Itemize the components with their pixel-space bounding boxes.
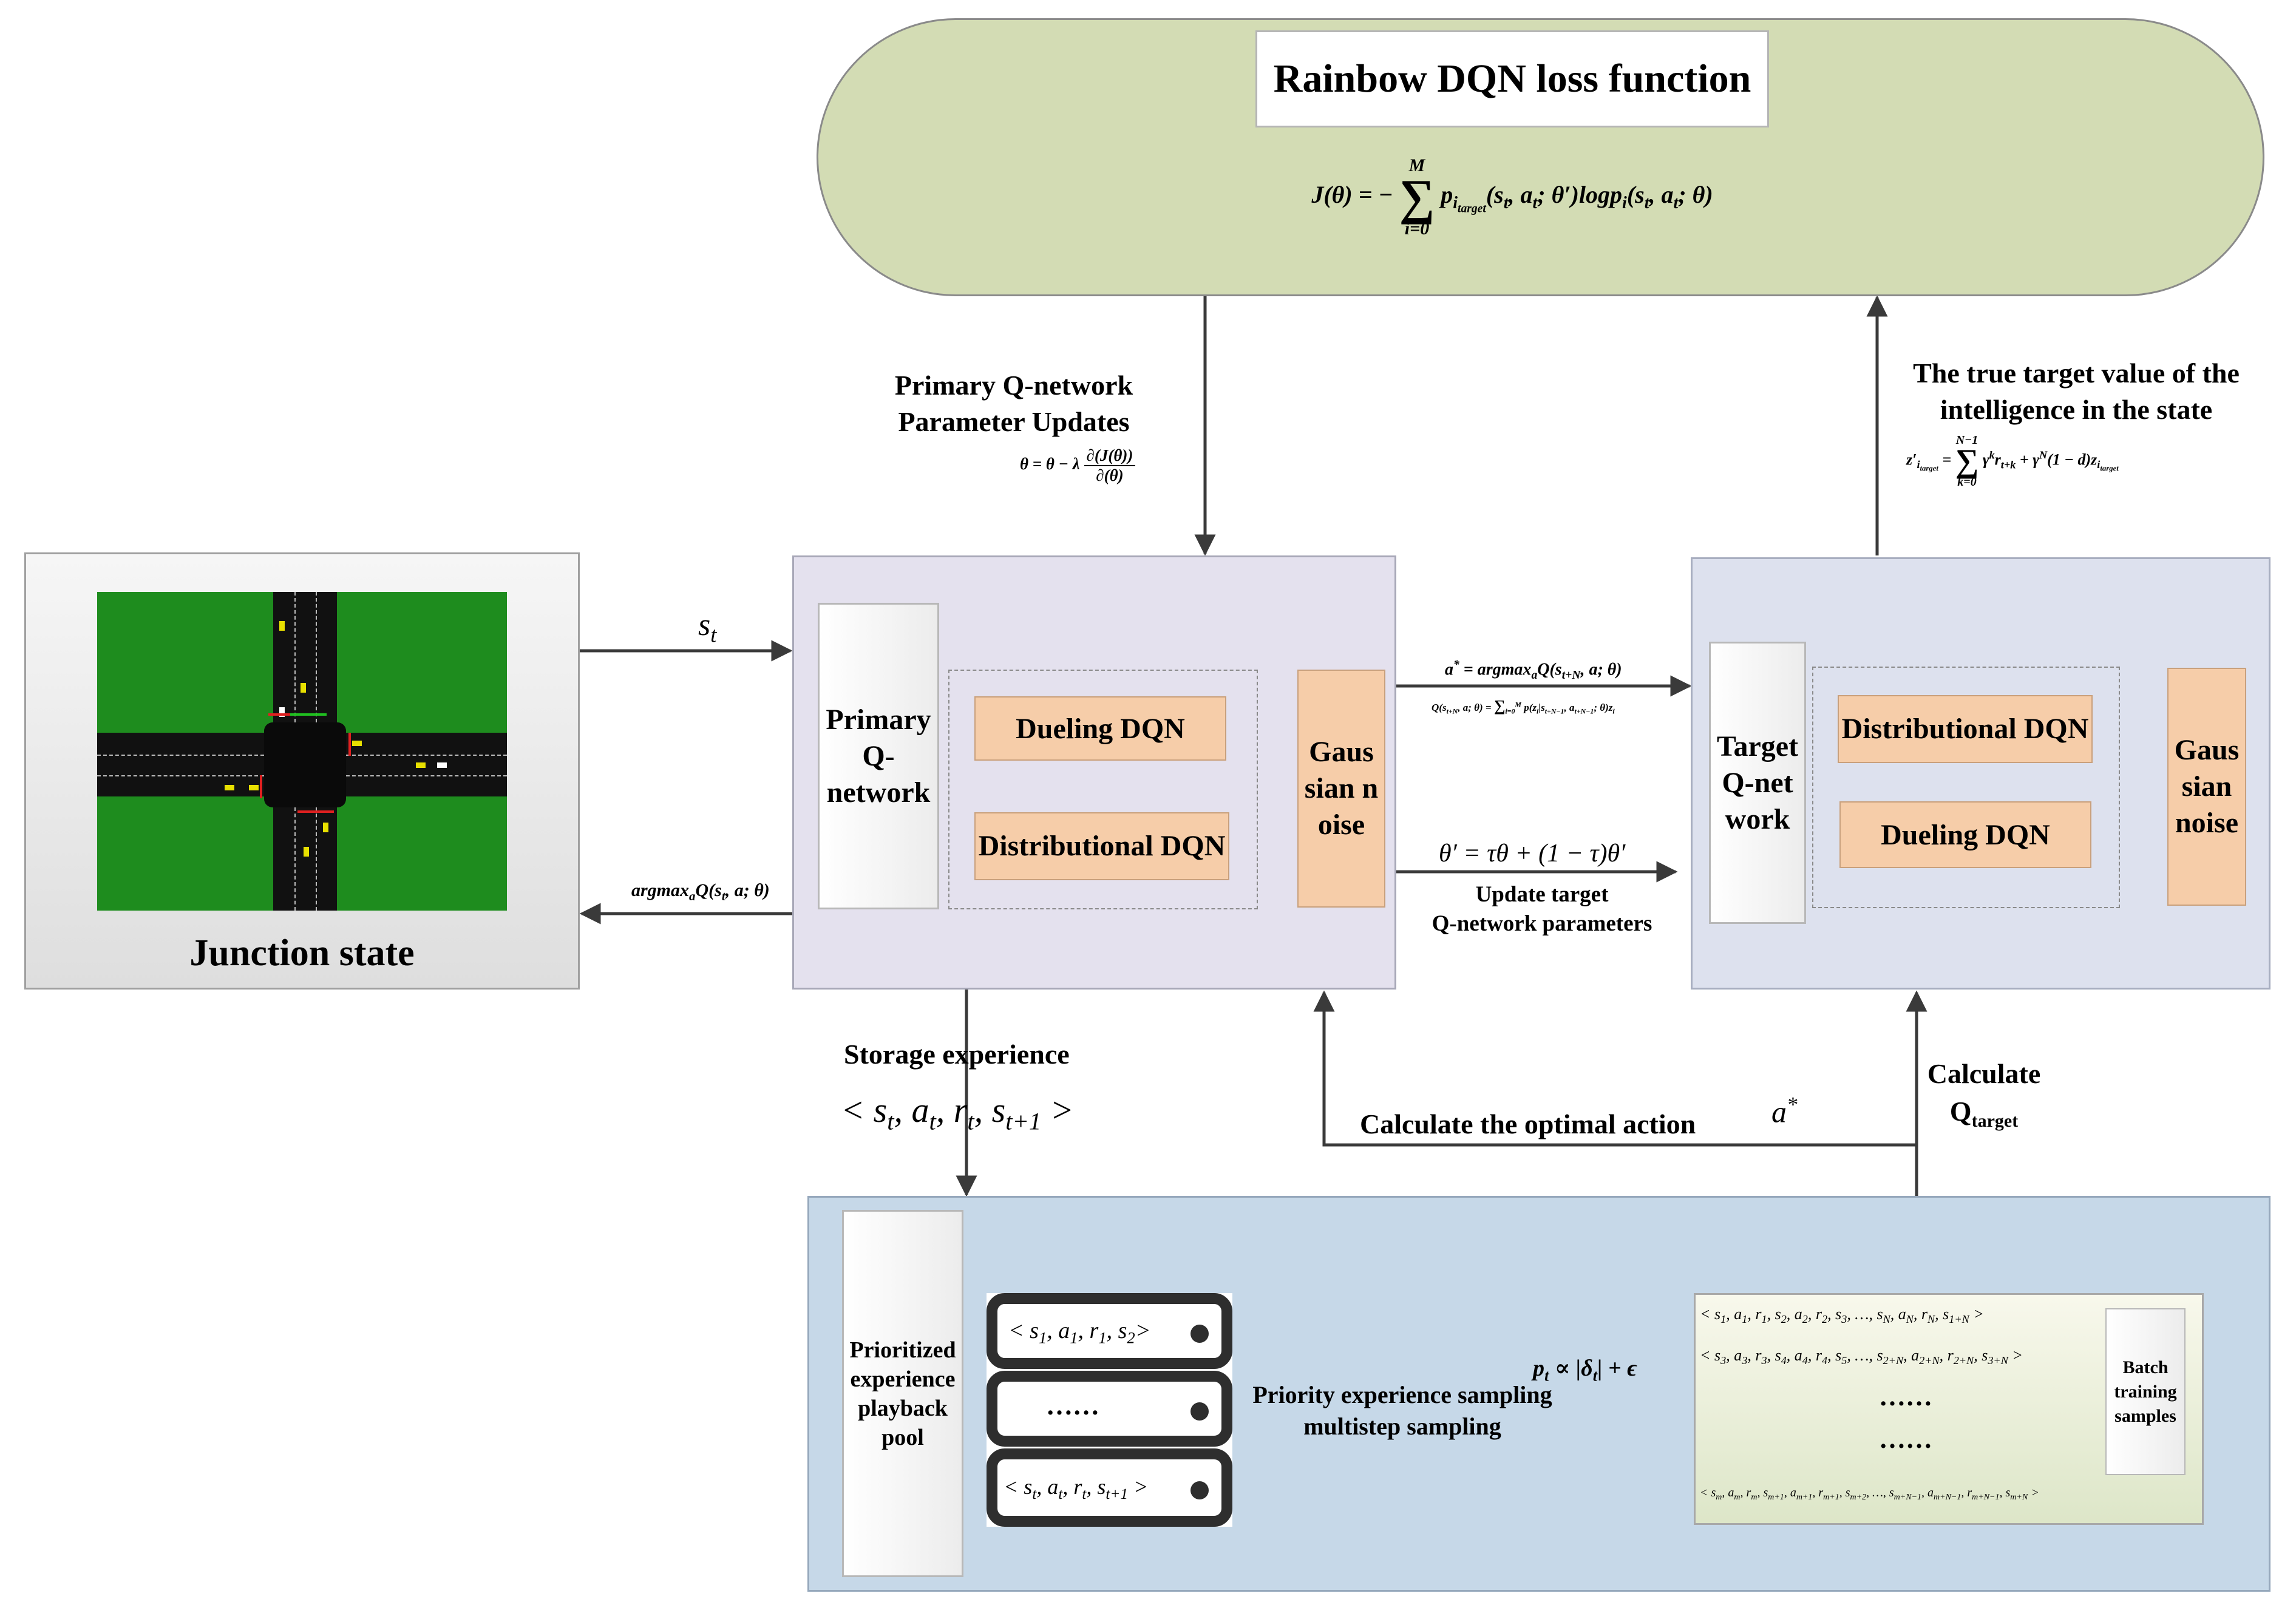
calculate-text: Calculate [1927, 1058, 2041, 1089]
buffer-row-2-text: …… [1046, 1391, 1099, 1421]
update-target-line1: Update target [1475, 882, 1609, 907]
vehicle-icon [225, 785, 234, 790]
lane-marking [294, 807, 296, 911]
record-dot-icon [1190, 1481, 1209, 1499]
vehicle-icon [323, 823, 328, 832]
vehicle-icon [352, 741, 362, 746]
primary-distributional-dqn: Distributional DQN [974, 812, 1229, 880]
param-updates-line2: Parameter Updates [898, 406, 1130, 437]
vehicle-icon [279, 707, 285, 717]
record-dot-icon [1190, 1402, 1209, 1421]
lane-marking [97, 755, 264, 756]
target-q-network-label: Target Q-network [1709, 642, 1806, 924]
lane-marking [97, 775, 264, 776]
calculate-optimal-action-label: Calculate the optimal action [1360, 1108, 1696, 1139]
sampling-label: Priority experience sampling multistep s… [1232, 1379, 1572, 1442]
target-gaussian-noise: Gaussian noise [2167, 668, 2246, 906]
loss-formula: J(θ) = − M∑i=0 pitarget(st, at; θ′)logpi… [1311, 155, 1713, 239]
buffer-row-1-text: < s1, a1, r1, s2> [1008, 1318, 1151, 1347]
update-target-label: Update target Q-network parameters [1396, 880, 1688, 939]
lane-marking [316, 592, 317, 722]
junction-state-label: Junction state [189, 932, 415, 974]
qtarget-text: Qtarget [1949, 1096, 2019, 1132]
intersection-map [97, 592, 507, 911]
target-core-dashed [1812, 667, 2120, 908]
buffer-row-3-text: < st, at, rt, st+1 > [1004, 1475, 1149, 1503]
batch-dots-2: …… [1879, 1424, 1932, 1454]
q-formula: Q(st+N, a; θ) = ∑i=0M p(zi|st+N−1, at+N−… [1432, 697, 1615, 716]
true-target-line1: The true target value of the [1913, 358, 2240, 389]
vehicle-icon [301, 683, 306, 693]
primary-gaussian-noise: Gaussian noise [1297, 670, 1385, 908]
traffic-signal-icon [260, 775, 262, 798]
batch-sequence-1: < s1, a1, r1, s2, a2, r2, s3, …, sN, aN,… [1700, 1305, 1984, 1326]
vehicle-icon [279, 621, 285, 631]
sampling-line2: multistep sampling [1303, 1413, 1501, 1440]
target-distributional-dqn: Distributional DQN [1838, 695, 2093, 763]
vehicle-icon [437, 762, 447, 768]
true-target-label: The true target value of the intelligenc… [1882, 355, 2271, 428]
vehicle-icon [416, 762, 426, 768]
true-target-formula: z′itarget = N−1∑k=0 γkrt+k + γN(1 − d)zi… [1906, 433, 2119, 489]
lane-marking [346, 775, 507, 776]
update-target-line2: Q-network parameters [1432, 911, 1652, 936]
true-target-line2: intelligence in the state [1940, 394, 2213, 425]
loss-function-title: Rainbow DQN loss function [1255, 30, 1769, 127]
storage-experience-label: Storage experience [844, 1039, 1070, 1070]
primary-q-network-label: Primary Q-network [818, 603, 939, 909]
soft-update-formula: θ′ = τθ + (1 − τ)θ′ [1439, 840, 1626, 867]
param-update-formula: θ = θ − λ ∂(J(θ))∂(θ) [1020, 446, 1136, 485]
state-label: st [698, 608, 717, 647]
primary-dueling-dqn: Dueling DQN [974, 696, 1226, 761]
experience-pool-label: Prioritized experience playback pool [842, 1210, 963, 1577]
argmax-label: argmaxaQ(st, a; θ) [631, 880, 770, 903]
lane-marking [316, 807, 317, 911]
traffic-signal-icon [297, 810, 334, 813]
buffer-slot-1: < s1, a1, r1, s2> [987, 1293, 1232, 1369]
storage-tuple: < st, at, rt, st+1 > [841, 1090, 1074, 1135]
batch-training-samples-label: Batch training samples [2105, 1308, 2186, 1475]
traffic-signal-icon [290, 713, 327, 716]
calculate-qtarget-label: Calculate Qtarget [1923, 1055, 2045, 1140]
batch-sequence-2: < s3, a3, r3, s4, a4, r4, s5, …, s2+N, a… [1700, 1346, 2023, 1367]
astar-formula: a* = argmaxaQ(st+N, a; θ) [1445, 659, 1622, 682]
buffer-slot-3: < st, at, rt, st+1 > [987, 1448, 1232, 1527]
intersection-center [264, 722, 346, 807]
param-updates-line1: Primary Q-network [894, 370, 1133, 401]
param-updates-label: Primary Q-network Parameter Updates [856, 367, 1172, 440]
batch-dots-1: …… [1879, 1382, 1932, 1411]
lane-marking [346, 755, 507, 756]
sampling-line1: Priority experience sampling [1252, 1381, 1552, 1408]
priority-formula: pt ∝ |δt| + ϵ [1533, 1356, 1637, 1385]
vehicle-icon [249, 785, 259, 790]
astar-label: a* [1771, 1093, 1798, 1129]
batch-sequence-3: < sm, am, rm, sm+1, am+1, rm+1, sm+2, …,… [1700, 1486, 2039, 1502]
primary-core-dashed [948, 670, 1258, 909]
traffic-signal-icon [348, 733, 351, 756]
target-dueling-dqn: Dueling DQN [1839, 801, 2091, 868]
lane-marking [294, 592, 296, 722]
vehicle-icon [304, 847, 309, 857]
record-dot-icon [1190, 1325, 1209, 1343]
traffic-signal-icon [268, 713, 290, 716]
buffer-slot-2: …… [987, 1371, 1232, 1447]
arrow-pool-to-primary [1313, 990, 1918, 1196]
